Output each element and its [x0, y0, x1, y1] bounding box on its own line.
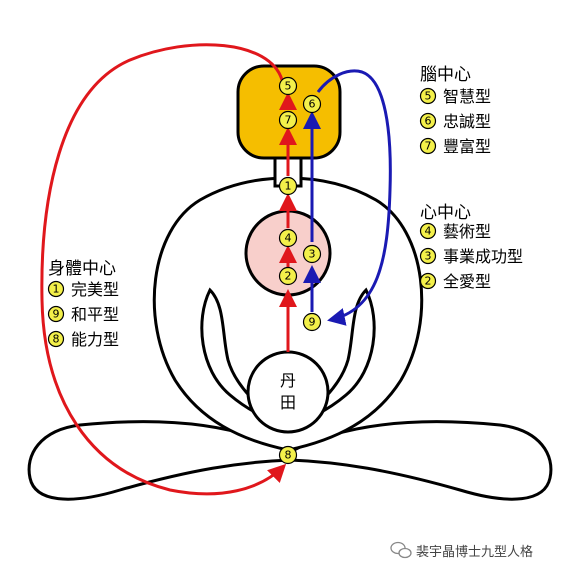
svg-text:4: 4 [285, 232, 292, 245]
blue-loop-arrow [316, 69, 392, 326]
svg-text:和平型: 和平型 [71, 305, 119, 324]
watermark-text: 裴宇晶博士九型人格 [416, 544, 533, 560]
marker-8: 8 [278, 445, 298, 465]
red-loop-arrow [40, 43, 287, 496]
body-center-title: 身體中心 [48, 259, 116, 279]
marker-2: 2 [278, 266, 298, 286]
svg-text:1: 1 [53, 283, 60, 296]
svg-text:全愛型: 全愛型 [443, 272, 491, 291]
head-legend-item-5: 5 智慧型 [419, 87, 491, 106]
svg-text:7: 7 [425, 140, 432, 153]
dantian-label-1: 丹 [280, 371, 296, 390]
svg-text:2: 2 [285, 270, 292, 283]
svg-text:4: 4 [425, 225, 432, 238]
head-center-title: 腦中心 [420, 65, 471, 85]
svg-text:忠誠型: 忠誠型 [443, 112, 491, 131]
head-legend-item-6: 6 忠誠型 [419, 112, 491, 131]
heart-center-title: 心中心 [420, 203, 471, 223]
marker-7: 7 [278, 110, 298, 130]
svg-text:豐富型: 豐富型 [443, 137, 491, 156]
body-legend-item-8: 8 能力型 [47, 330, 119, 349]
heart-legend-item-2: 2 全愛型 [419, 272, 491, 291]
svg-text:9: 9 [309, 316, 316, 329]
marker-6: 6 [302, 94, 322, 114]
svg-text:3: 3 [309, 248, 316, 261]
svg-text:3: 3 [425, 250, 432, 263]
marker-4: 4 [278, 228, 298, 248]
svg-text:8: 8 [53, 333, 60, 346]
wechat-icon [390, 541, 412, 559]
svg-text:事業成功型: 事業成功型 [443, 247, 523, 266]
svg-text:能力型: 能力型 [71, 330, 119, 349]
svg-text:6: 6 [309, 98, 316, 111]
svg-text:智慧型: 智慧型 [443, 87, 491, 106]
heart-legend-item-3: 3 事業成功型 [419, 247, 523, 266]
body-legend-item-1: 1 完美型 [47, 280, 119, 299]
svg-text:2: 2 [425, 275, 432, 288]
dantian-label-2: 田 [280, 393, 296, 412]
svg-text:9: 9 [53, 308, 60, 321]
svg-text:5: 5 [285, 80, 292, 93]
svg-text:6: 6 [425, 115, 432, 128]
svg-text:8: 8 [285, 449, 292, 462]
marker-9: 9 [302, 312, 322, 332]
body-legend-item-9: 9 和平型 [47, 305, 119, 324]
svg-text:完美型: 完美型 [71, 280, 119, 299]
svg-text:5: 5 [425, 90, 432, 103]
svg-text:藝術型: 藝術型 [443, 222, 491, 241]
head-legend-item-7: 7 豐富型 [419, 137, 491, 156]
svg-text:1: 1 [285, 180, 292, 193]
dantian-circle [246, 350, 330, 434]
svg-text:7: 7 [285, 114, 292, 127]
heart-legend-item-4: 4 藝術型 [419, 222, 491, 241]
marker-5: 5 [278, 76, 298, 96]
marker-3: 3 [302, 244, 322, 264]
marker-1: 1 [278, 176, 298, 196]
